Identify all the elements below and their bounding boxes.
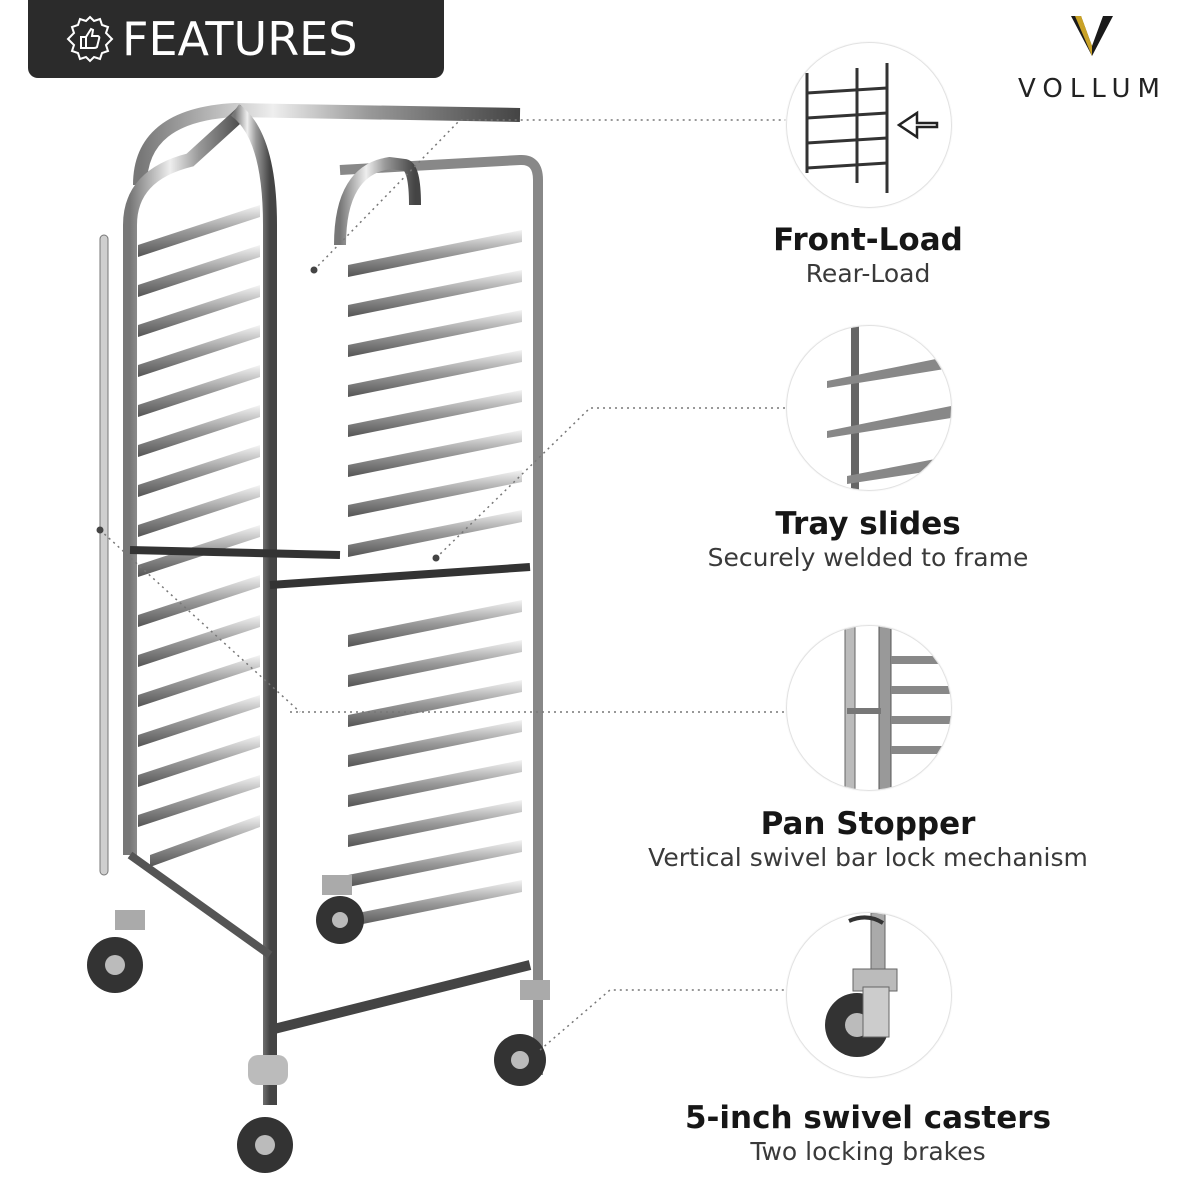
bakery-rack-illustration — [87, 102, 550, 1173]
thumbs-up-icon — [66, 15, 114, 63]
feature-title: Tray slides — [775, 506, 961, 542]
caster-detail — [786, 912, 952, 1078]
feature-pan-stopper: Pan Stopper Vertical swivel bar lock mec… — [588, 806, 1148, 874]
feature-subtitle: Securely welded to frame — [707, 543, 1029, 572]
feature-front-load: Front-Load Rear-Load — [588, 222, 1148, 290]
feature-subtitle: Two locking brakes — [750, 1137, 986, 1166]
brand-name: VOLLUM — [1018, 74, 1167, 104]
pan-stopper-detail — [786, 625, 952, 791]
tray-slides-icon — [827, 326, 951, 490]
vollum-logo-mark — [1071, 16, 1113, 56]
feature-subtitle: Vertical swivel bar lock mechanism — [648, 843, 1088, 872]
features-badge: FEATURES — [28, 0, 444, 78]
front-load-arrow-icon — [805, 63, 939, 193]
feature-subtitle: Rear-Load — [805, 259, 931, 288]
pan-stopper-icon — [844, 626, 951, 790]
tray-slides-detail — [786, 325, 952, 491]
front-load-detail — [786, 42, 952, 208]
features-title: FEATURES — [122, 12, 358, 66]
feature-casters: 5-inch swivel casters Two locking brakes — [588, 1100, 1148, 1168]
feature-tray-slides: Tray slides Securely welded to frame — [588, 506, 1148, 574]
vollum-logo: VOLLUM — [995, 10, 1190, 104]
caster-wheel-icon — [825, 913, 898, 1057]
feature-title: Front-Load — [773, 222, 963, 258]
feature-title: Pan Stopper — [760, 806, 976, 842]
feature-title: 5-inch swivel casters — [684, 1100, 1052, 1136]
